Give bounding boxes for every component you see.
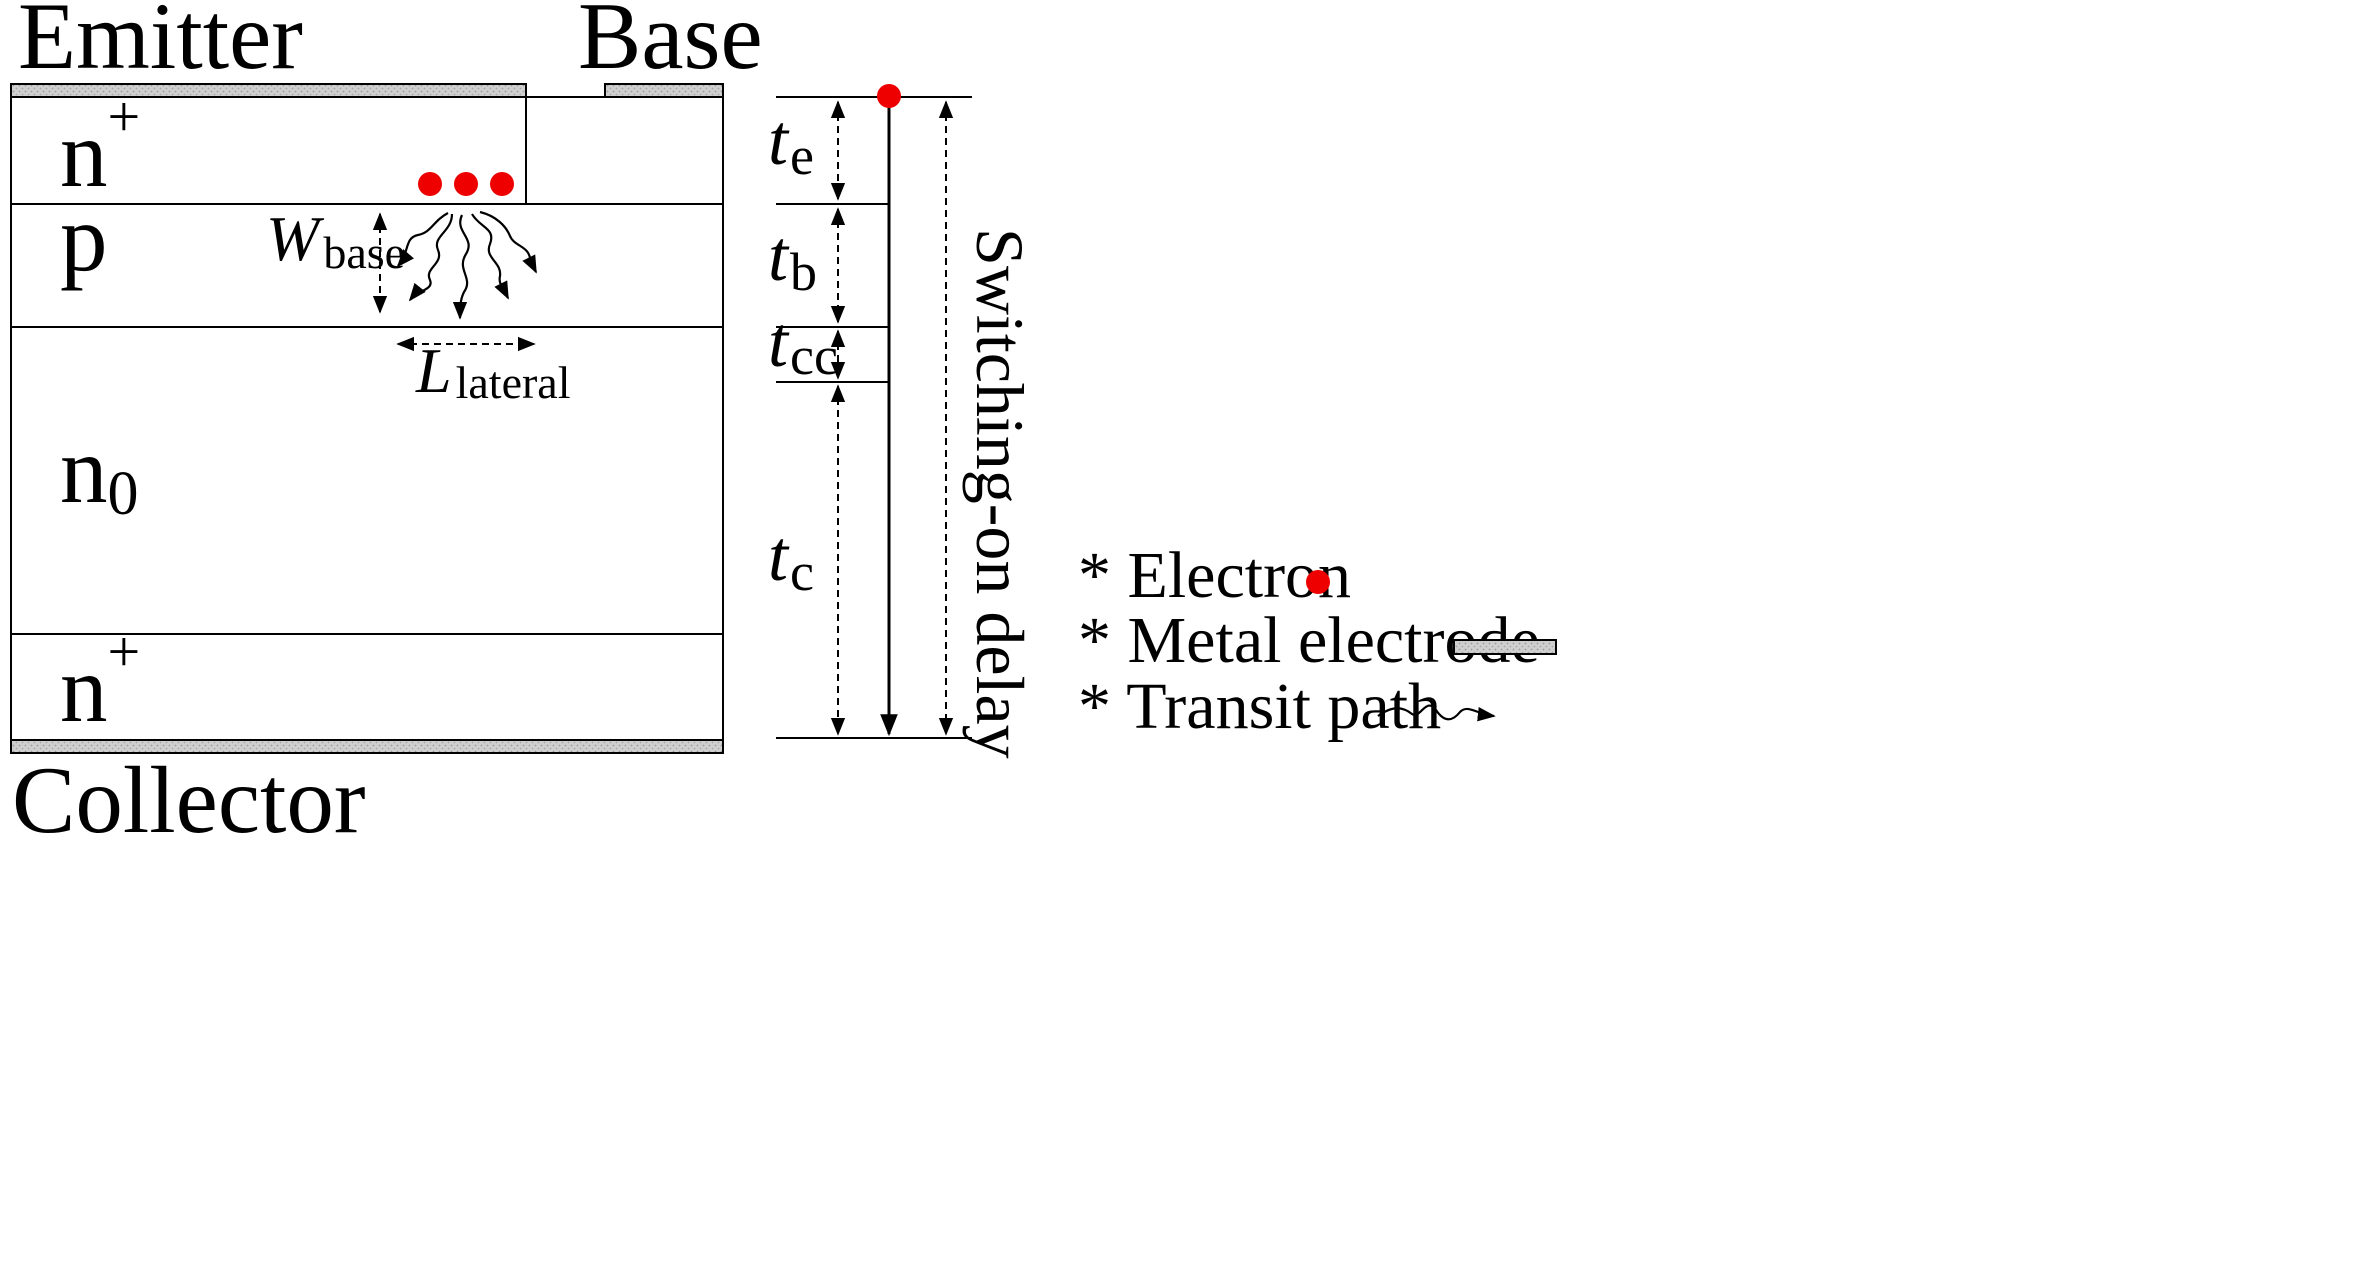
transit-path-arrow	[471, 213, 509, 300]
legend-metal-icon	[1453, 639, 1557, 655]
l-lateral-label: Llateral	[415, 335, 571, 408]
emitter-electrode	[10, 83, 527, 98]
w-base-label: Wbase	[266, 203, 405, 278]
legend-electron-label: * Electron	[1078, 539, 1351, 612]
tc-label: tc	[768, 516, 814, 602]
transit-path-arrow	[452, 214, 470, 320]
base-label: Base	[578, 0, 763, 89]
transit-path-arrow	[479, 210, 537, 274]
collector-electrode	[10, 739, 724, 754]
base-region-label: p	[60, 185, 108, 291]
transit-path-arrow	[408, 213, 454, 302]
transit-paths	[396, 210, 537, 320]
legend-transit-icon	[1377, 704, 1496, 722]
legend-electron-icon	[1306, 570, 1330, 594]
collector-label: Collector	[12, 747, 366, 853]
timing-ticks	[776, 96, 972, 739]
electron-dot	[454, 172, 478, 196]
switching-delay-label: Switching-on delay	[962, 228, 1038, 759]
legend-transit-label: * Transit path	[1078, 670, 1441, 743]
device-layers	[10, 96, 724, 740]
drift-region-label: n0	[60, 417, 139, 528]
electron-dot	[490, 172, 514, 196]
tb-label: tb	[768, 216, 817, 302]
base-electrode	[604, 83, 724, 98]
legend: * Electron * Metal electrode * Transit p…	[1078, 539, 1557, 743]
transit-path-arrow	[396, 212, 449, 268]
tcc-label: tcc	[768, 302, 838, 386]
collector-region-label: n+	[60, 619, 140, 742]
electron-dot	[877, 84, 901, 108]
timing-segments	[830, 100, 954, 736]
te-label: te	[768, 100, 814, 186]
electron-dot	[418, 172, 442, 196]
emitter-label: Emitter	[18, 0, 303, 89]
emitter-region-label: n+	[60, 84, 140, 207]
